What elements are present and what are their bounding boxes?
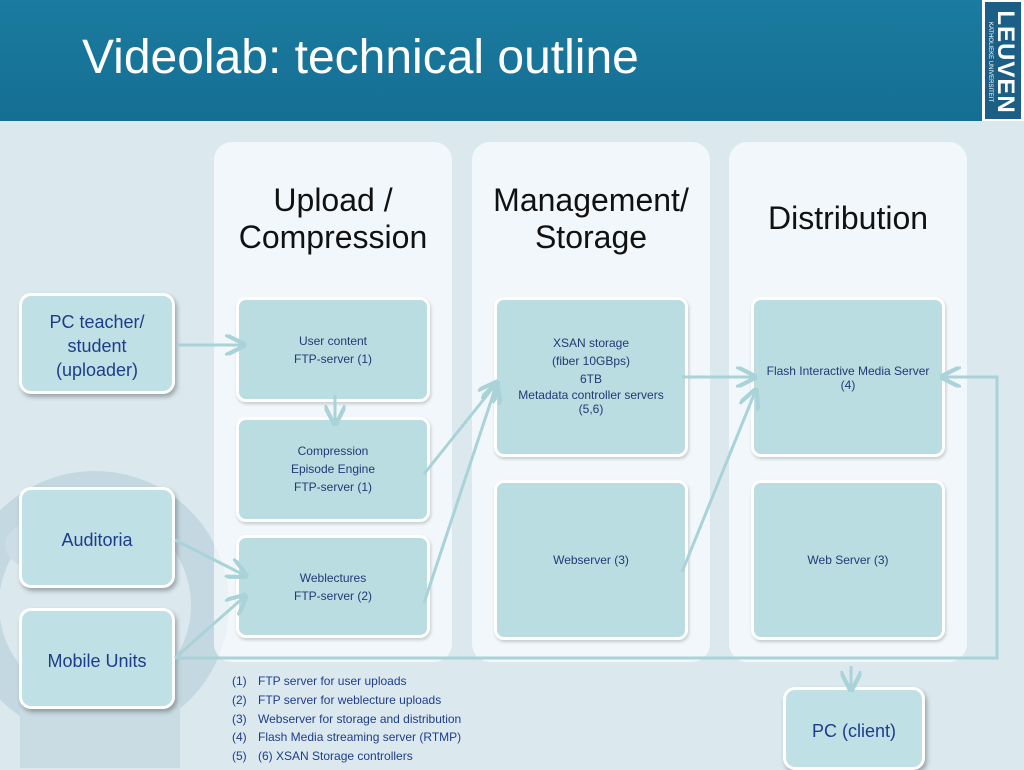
footnote-number: (3) [232,711,247,726]
header-bar [0,0,1024,121]
footnote-number: (4) [232,730,247,745]
source-line: PC (client) [811,721,896,741]
arrow-compression-to-xsan [422,384,496,475]
footnote: (1) FTP server for user uploads [232,672,461,691]
box-line: Episode Engine [290,462,376,476]
source-line: PC teacher/ [49,312,145,332]
footnote-number: (2) [232,692,247,707]
source-line: (uploader) [55,360,139,380]
box-line: Metadata controller servers [518,388,664,402]
box-webserver-management: Webserver (3) [494,480,688,640]
footnote: (3) Webserver for storage and distributio… [232,710,461,729]
footnote-text: FTP server for weblecture uploads [258,692,442,707]
box-line: User content [298,334,368,348]
footnote-text: (6) XSAN Storage controllers [258,749,413,764]
box-xsan-storage: XSAN storage (fiber 10GBps) 6TB Metadata… [494,297,688,457]
page-title: Videolab: technical outline [82,31,639,84]
box-line: Web Server (3) [807,553,889,567]
box-line: FTP-server (2) [294,589,372,603]
box-line: 6TB [579,372,602,386]
logo-mark: LEUVEN KATHOLIEKE UNIVERSITEIT [985,2,1021,119]
box-flash-media-server: Flash Interactive Media Server (4) [751,297,945,457]
source-pc-teacher: PC teacher/ student (uploader) [19,293,175,394]
arrow-weblectures-to-xsan [422,386,496,604]
footnote-number: (1) [232,674,247,688]
box-weblectures: Weblectures FTP-server (2) [236,535,430,638]
box-line: XSAN storage [552,336,630,350]
panel-title-line: Management/ [493,182,689,218]
footnote: (5) (6) XSAN Storage controllers [232,747,461,766]
footnote-text: Flash Media streaming server (RTMP) [258,730,462,745]
footnote-text: FTP server for user uploads [258,674,407,688]
footnotes: (1) FTP server for user uploads (2) FTP se… [232,672,461,766]
source-auditoria: Auditoria [19,487,175,588]
panel-title-line: Storage [534,219,648,255]
footnote-text: Webserver for storage and distribution [258,711,462,726]
source-line: Auditoria [61,530,133,550]
source-line: Mobile Units [47,651,147,671]
box-line: Weblectures [299,571,367,585]
panel-title-management: Management/ Storage [472,182,710,256]
footnote: (4) Flash Media streaming server (RTMP) [232,728,461,747]
panel-title-line: Upload / [273,182,393,218]
box-line: (fiber 10GBps) [551,354,631,368]
box-line: Compression [297,444,369,458]
panel-title-line: Distribution [767,200,929,236]
box-line: FTP-server (1) [294,480,372,494]
source-mobile-units: Mobile Units [19,608,175,709]
arrow-mobile-to-weblectures [174,597,244,660]
box-line: Flash Interactive Media Server [766,364,930,378]
panel-title-distribution: Distribution [729,200,967,237]
box-line: (4) [840,378,856,392]
arrow-webserver-to-flash [680,392,755,573]
box-line: FTP-server (1) [294,352,372,366]
box-user-content: User content FTP-server (1) [236,297,430,402]
university-logo: LEUVEN KATHOLIEKE UNIVERSITEIT [982,0,1024,121]
panel-title-upload: Upload / Compression [214,182,452,256]
panel-title-line: Compression [238,219,428,255]
arrow-auditoria-to-weblectures [174,538,244,575]
box-line: Webserver (3) [553,553,629,567]
footnote: (2) FTP server for weblecture uploads [232,691,461,710]
source-line: student [67,336,127,356]
box-line: (5,6) [578,402,604,416]
footnote-number: (5) [232,749,247,764]
arrow-mobile-loop-to-flash [175,377,999,660]
box-web-server-distribution: Web Server (3) [751,480,945,640]
